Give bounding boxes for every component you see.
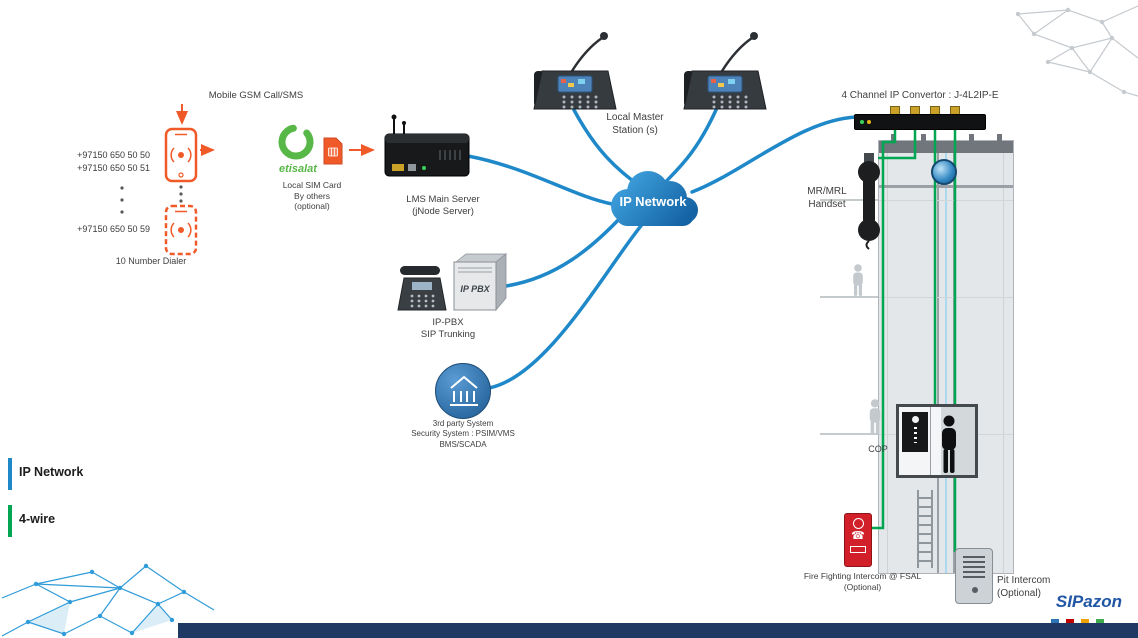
sim-caption: Local SIM Card By others (optional) [270,180,354,212]
fire-label-line2: (Optional) [843,581,882,592]
cop-label: COP [868,444,888,454]
wire-converter-to-handset [878,124,917,160]
converter-label: 4 Channel IP Convertor : J-4L2IP-E [841,90,999,101]
master-label-line1: Local Master [606,112,664,123]
legend-ip-line-swatch [8,458,12,490]
floor-line-3 [820,433,878,435]
elevator-shaft [878,134,1014,574]
pit-label-line2: (Optional) [997,587,1041,599]
lms-label-line2: (jNode Server) [412,205,474,217]
dialer-number-last: +97150 650 50 59 [77,224,150,234]
master-label-line2: Station (s) [612,124,658,136]
pit-ladder [917,490,933,568]
pit-intercom-device [955,548,993,604]
floor-line-2 [820,296,878,298]
pit-intercom-label: Pit Intercom (Optional) [997,575,1072,600]
sim-caption-line2: By others [294,190,330,201]
pbx-box-label: IP PBX [460,284,490,294]
pbx-server-box-icon [453,253,508,312]
sim-caption-line1: Local SIM Card [282,180,342,190]
person-silhouette-floor3 [869,399,881,434]
cop-panel [902,412,928,452]
guide-rail-left [937,153,939,573]
legend-wire-label: 4-wire [19,512,56,526]
fire-label-line1: Fire Fighting Intercom @ FSAL [803,571,922,581]
brand-logo-text: SIPazon [1055,592,1122,611]
lms-server-icon [384,114,470,177]
master-station-phone-2 [683,32,767,110]
dialer-number-2: +97150 650 50 51 [77,163,150,173]
legend-ip-label: IP Network [19,465,84,479]
handset-label-line2: Handset [808,198,846,210]
ip-network-links [466,108,858,390]
pit-call-button [972,587,978,593]
person-silhouette-floor2 [853,264,863,296]
dialer-ellipsis-dots [120,185,183,214]
pit-speaker-grille [963,556,985,578]
handset-label-line1: MR/MRL [807,186,847,197]
master-station-label: Local Master Station (s) [585,112,685,137]
third-party-circle [435,363,491,419]
pbx-label-line1: IP-PBX [432,317,464,328]
cop-buttons [913,427,917,443]
pbx-label-line2: SIP Trunking [420,328,476,340]
gsm-call-sms-label: Mobile GSM Call/SMS [208,90,304,101]
dialer-numbers: +97150 650 50 50 +97150 650 50 51 [58,149,150,175]
dialer-number-1: +97150 650 50 50 [77,150,150,160]
fire-intercom-label: Fire Fighting Intercom @ FSAL (Optional) [790,571,935,592]
third-party-label: 3rd party System Security System : PSIM/… [405,419,521,450]
decor-network-bottom-left [1,563,215,637]
shaft-top-cap [879,141,1013,153]
link-pbx-to-cloud [504,214,624,288]
dialer-caption: 10 Number Dialer [115,256,187,266]
mr-handset-icon [858,153,880,250]
hoist-cable [945,153,947,573]
converter-led-amber [867,120,871,124]
cop-speaker-icon [911,416,919,423]
dialer-phone-icon-1 [164,127,198,183]
lms-server-label: LMS Main Server (jNode Server) [393,194,493,218]
ip-converter-device [854,106,986,130]
third-party-line3: BMS/SCADA [439,439,487,449]
link-lms-to-cloud [466,154,614,206]
four-wire-links [872,124,957,552]
etisalat-logo [278,124,314,160]
master-station-phone-1 [533,32,617,110]
bank-building-icon [450,375,478,406]
third-party-line2: Security System : PSIM/VMS [411,429,515,439]
fire-panel-slot [850,546,866,553]
link-cloud-to-converter [690,115,858,194]
legend-wire-swatch [8,505,12,537]
gsm-arrows [176,104,375,156]
etisalat-wordmark: etisalat [279,163,317,175]
footer-bar [178,623,1138,638]
pbx-desk-phone-icon [397,266,447,311]
ip-network-cloud [611,171,698,226]
third-party-line1: 3rd party System [432,419,494,428]
converter-chassis [854,114,986,130]
fire-phone-icon: ☎ [851,530,865,542]
hoist-motor-pulley [931,159,957,185]
converter-led-green [860,120,864,124]
dialer-phone-icon-2 [164,204,198,256]
handset-label: MR/MRL Handset [798,186,856,211]
wire-converter-to-fire [872,124,897,530]
lms-label-line1: LMS Main Server [406,194,480,205]
link-3rdparty-to-cloud [487,220,646,390]
elevator-cabin [896,404,978,478]
fire-speaker-icon [852,518,864,529]
cabin-door-edge [930,407,931,475]
cloud-label: IP Network [619,194,687,209]
decor-network-top-right [1015,5,1138,97]
sim-card-icon [323,137,343,165]
person-silhouette-cabin [942,415,956,473]
pit-label-line1: Pit Intercom [997,575,1051,586]
sim-caption-line3: (optional) [294,201,330,212]
floor-line-1 [820,199,878,201]
pbx-label: IP-PBX SIP Trunking [398,317,498,341]
fire-intercom-device: ☎ [844,513,872,567]
